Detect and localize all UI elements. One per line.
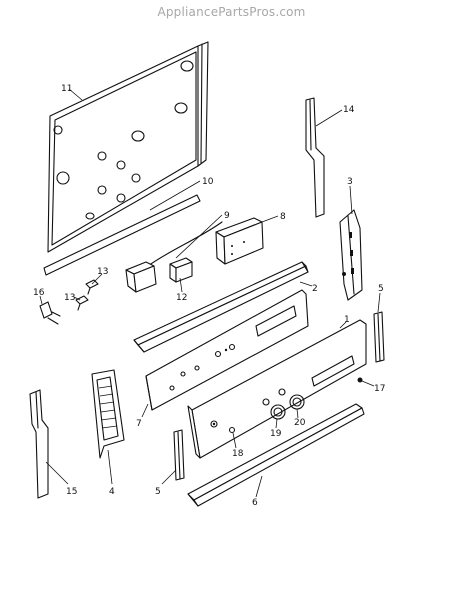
callout-2: 2 (312, 284, 318, 294)
callout-11: 11 (61, 84, 72, 94)
callout-19: 19 (270, 429, 282, 439)
callout-12: 12 (176, 293, 187, 303)
callout-13-a: 13 (97, 267, 108, 277)
part-11-back-panel (47, 41, 209, 253)
part-8-box (215, 217, 264, 265)
callout-8: 8 (280, 212, 286, 222)
callout-18: 18 (232, 449, 244, 459)
callout-5-right: 5 (378, 284, 384, 294)
part-10-strip (43, 194, 201, 276)
callout-1: 1 (344, 315, 350, 325)
callout-4: 4 (109, 487, 115, 497)
part-2-trim-channel (133, 261, 309, 353)
callout-5-bottom: 5 (155, 487, 161, 497)
part-15-left-bracket (29, 389, 49, 499)
callout-labels: 11 10 9 8 14 3 13 13 16 12 2 5 1 17 7 4 … (33, 84, 385, 508)
window-texture (98, 385, 118, 429)
callout-15: 15 (66, 487, 77, 497)
part-14-bracket (305, 97, 325, 218)
leader-lines (39, 88, 381, 498)
part-1-control-panel (187, 319, 367, 459)
part-7-panel-backing (145, 289, 309, 411)
callout-9: 9 (224, 211, 230, 221)
callout-3: 3 (347, 177, 353, 187)
part-3-side-bracket (339, 209, 363, 301)
callout-13-b: 13 (64, 293, 75, 303)
part-13-sockets (75, 279, 99, 311)
part-12-block (169, 257, 193, 283)
part-16-terminal (39, 301, 61, 325)
watermark: AppliancePartsPros.com (157, 5, 306, 19)
callout-14: 14 (343, 105, 355, 115)
part-5-rod-bottom (173, 429, 185, 481)
callout-16: 16 (33, 288, 45, 298)
part-4-window-panel (91, 369, 125, 459)
part-9-switch (125, 221, 223, 293)
callout-17: 17 (374, 384, 385, 394)
callout-10: 10 (202, 177, 214, 187)
part-5-rod-right (373, 311, 385, 363)
callout-7: 7 (136, 419, 142, 429)
callout-6: 6 (252, 498, 258, 508)
callout-20: 20 (294, 418, 306, 428)
part-6-bottom-trim (187, 403, 365, 507)
